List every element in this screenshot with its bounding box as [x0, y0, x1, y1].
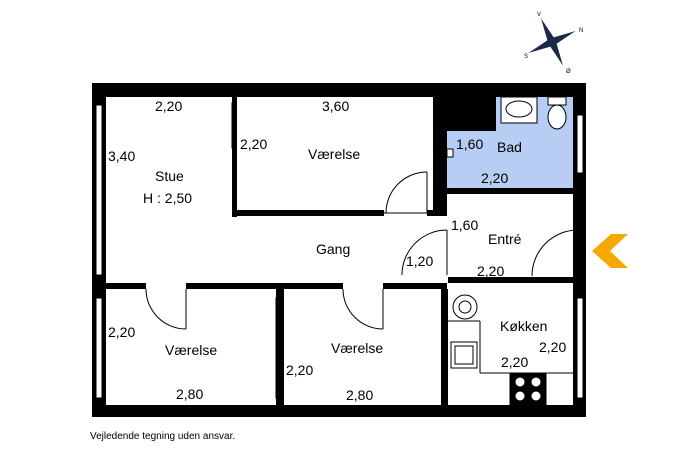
- bad-label: Bad: [497, 139, 522, 155]
- entre-label: Entré: [488, 231, 522, 247]
- stue-depth: 3,40: [108, 148, 135, 164]
- bad-depth: 1,60: [456, 136, 483, 152]
- stove: [509, 372, 547, 406]
- vaerelse-mid-width: 2,80: [346, 387, 373, 403]
- vaerelse-top-depth: 2,20: [240, 136, 267, 152]
- kokken-label: Køkken: [500, 318, 547, 334]
- kokken-width: 2,20: [501, 354, 528, 370]
- gang-width: 1,20: [406, 253, 433, 269]
- vaerelse-top-width: 3,60: [322, 98, 349, 114]
- entrance-arrow-icon: [592, 234, 628, 268]
- vaerelse-top-label: Værelse: [308, 146, 360, 162]
- compass-icon: V N S Ø: [524, 12, 583, 75]
- kitchen-fixtures: [448, 294, 573, 406]
- bad-width: 2,20: [481, 170, 508, 186]
- gang-label: Gang: [316, 241, 350, 257]
- disclaimer-caption: Vejledende tegning uden ansvar.: [90, 431, 236, 442]
- vaerelse-left-width: 2,80: [176, 386, 203, 402]
- stue-label: Stue: [155, 168, 184, 184]
- vaerelse-left-depth: 2,20: [108, 324, 135, 340]
- kokken-depth: 2,20: [539, 339, 566, 355]
- interior-walls: [106, 97, 586, 405]
- shower-tap: [446, 148, 454, 158]
- bath-fixtures: [446, 96, 567, 158]
- vaerelse-mid-depth: 2,20: [286, 362, 313, 378]
- vaerelse-mid-label: Værelse: [331, 340, 383, 356]
- doors: [145, 171, 579, 330]
- toilet-bowl: [547, 104, 567, 130]
- stue-width: 2,20: [155, 98, 182, 114]
- compass-n: N: [579, 28, 583, 34]
- entre-depth: 1,60: [451, 217, 478, 233]
- compass-v: V: [537, 12, 541, 18]
- compass-s: S: [524, 54, 528, 60]
- vaerelse-left-label: Værelse: [165, 342, 217, 358]
- entre-width: 2,20: [477, 263, 504, 279]
- stue-height: H : 2,50: [143, 190, 192, 206]
- toilet-tank: [547, 96, 567, 106]
- compass-o: Ø: [566, 69, 571, 75]
